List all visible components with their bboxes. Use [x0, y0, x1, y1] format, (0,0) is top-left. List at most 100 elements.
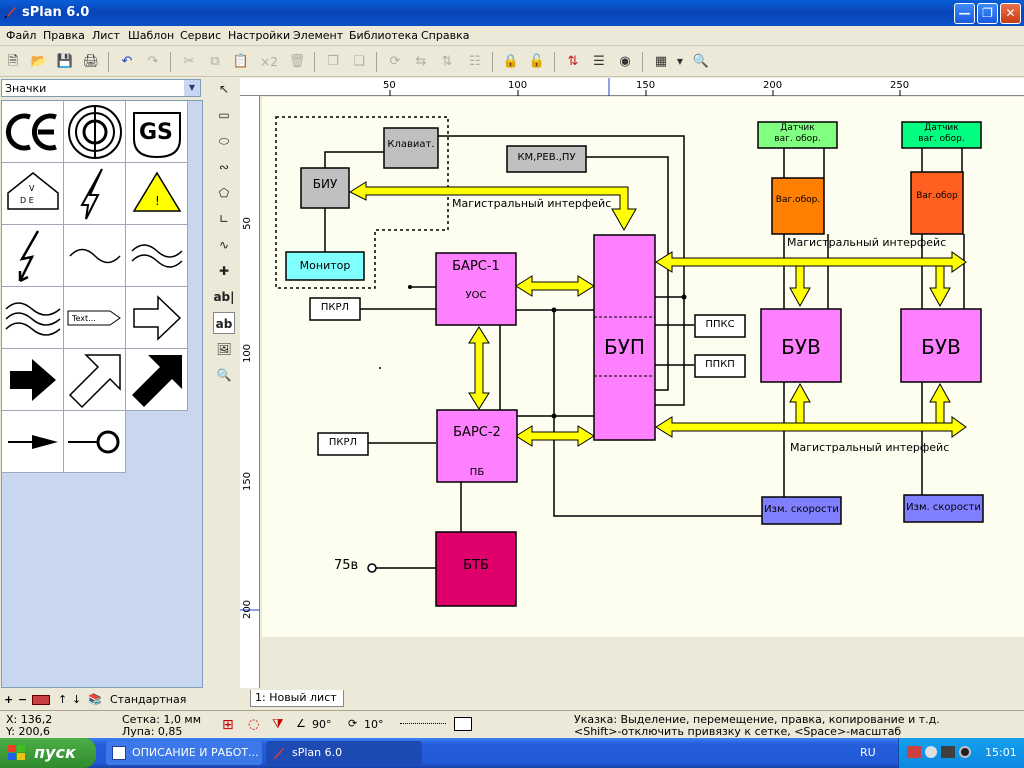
text-tool[interactable]: ab|	[213, 290, 235, 304]
library-select[interactable]: Значки ▼	[1, 79, 201, 97]
snap-grid-icon[interactable]: ⊞	[222, 717, 234, 733]
line-tool-icon[interactable]: ∟	[218, 212, 230, 226]
grid-size[interactable]: Сетка: 1,0 мм	[122, 713, 202, 726]
tray-media-icon[interactable]	[959, 746, 971, 758]
to-front-icon[interactable]: ❐	[327, 54, 339, 69]
gs-mark-symbol[interactable]: GS	[126, 101, 188, 163]
zoom-icon[interactable]: 🔍	[692, 54, 710, 69]
splan-app-icon	[274, 748, 284, 759]
numbering-icon[interactable]: ⇅	[567, 54, 579, 69]
grid-dropdown-icon[interactable]: ▼	[676, 57, 684, 66]
remove-icon[interactable]: −	[18, 693, 28, 706]
ruler-h-100: 100	[508, 80, 528, 91]
mirror-h-icon[interactable]: ⇆	[415, 54, 427, 69]
snap-end-icon[interactable]: ◌	[248, 717, 260, 732]
group-icon[interactable]: 🔒	[502, 54, 520, 69]
open-folder-icon[interactable]: 📂	[30, 54, 48, 69]
menu-template[interactable]: Шаблон	[128, 29, 175, 42]
redo-icon[interactable]: ↷	[147, 54, 159, 69]
lightning-symbol[interactable]	[64, 163, 126, 225]
diagonal-outline-arrow-symbol[interactable]	[64, 349, 126, 411]
new-file-icon[interactable]: 🗎	[7, 54, 19, 69]
image-tool-icon[interactable]: 🖼	[216, 342, 232, 356]
magnifier-tool-icon[interactable]: 🔍	[216, 368, 232, 382]
bus-arrow-bars-link	[468, 326, 490, 410]
grid-icon[interactable]: ▦	[654, 54, 668, 69]
zoom-level[interactable]: Лупа: 0,85	[122, 725, 183, 738]
biu-block	[300, 167, 350, 209]
ground-circle-symbol[interactable]	[64, 101, 126, 163]
menu-service[interactable]: Сервис	[180, 29, 222, 42]
duplicate-button[interactable]: ×2	[260, 55, 278, 69]
menu-sheet[interactable]: Лист	[92, 29, 120, 42]
parts-list-icon[interactable]: ☰	[593, 54, 605, 69]
tab-sheet-1[interactable]: 1: Новый лист	[250, 690, 344, 707]
search-binoculars-icon[interactable]: ◉	[619, 54, 631, 69]
line-arrow-symbol[interactable]	[2, 411, 64, 473]
start-button[interactable]: пуск	[0, 738, 96, 768]
triple-wave-symbol[interactable]	[2, 287, 64, 349]
menu-library[interactable]: Библиотека	[349, 29, 418, 42]
delete-icon[interactable]: 🗑	[288, 54, 306, 69]
rotate-icon[interactable]: ⟳	[389, 54, 401, 69]
pointer-tool-icon[interactable]: ↖	[218, 82, 230, 96]
filled-arrow-symbol[interactable]	[2, 349, 64, 411]
minimize-button[interactable]: —	[954, 3, 975, 24]
ungroup-icon[interactable]: 🔓	[528, 54, 546, 69]
snap-line-icon[interactable]: ⧩	[272, 717, 284, 732]
to-back-icon[interactable]: ❏	[353, 54, 365, 69]
bus-arrow-biu	[348, 181, 637, 232]
menu-file[interactable]: Файл	[6, 29, 37, 42]
km-block	[506, 145, 587, 173]
bezier-tool-icon[interactable]: ∿	[218, 238, 230, 252]
move-up-icon[interactable]: ↑	[58, 693, 68, 706]
polygon-tool-icon[interactable]: ⬠	[218, 186, 230, 200]
tray-network-icon[interactable]	[907, 746, 921, 758]
taskbar-item-splan[interactable]: sPlan 6.0	[266, 741, 422, 765]
double-wave-symbol[interactable]	[126, 225, 188, 287]
warning-triangle-symbol[interactable]: !	[126, 163, 188, 225]
curve-tool-icon[interactable]: ∾	[218, 160, 230, 174]
tray-display-icon[interactable]	[941, 746, 955, 758]
menu-edit[interactable]: Правка	[43, 29, 85, 42]
menu-help[interactable]: Справка	[421, 29, 470, 42]
print-icon[interactable]: 🖨	[82, 54, 100, 69]
save-icon[interactable]: 💾	[56, 54, 74, 69]
line-style-icon[interactable]	[400, 723, 446, 724]
edit-symbol-icon[interactable]	[32, 695, 50, 705]
ruler-v-200: 200	[242, 599, 254, 620]
line-circle-symbol[interactable]	[64, 411, 126, 473]
close-button[interactable]: ✕	[1000, 3, 1021, 24]
drawing-sheet[interactable]: Клавиат. БИУ Монитор КМ,РЕВ.,ПУ Магистра…	[262, 97, 1024, 637]
outline-arrow-symbol[interactable]	[126, 287, 188, 349]
align-icon[interactable]: ☷	[469, 54, 481, 69]
rectangle-tool-icon[interactable]: ▭	[218, 108, 230, 122]
angle-10[interactable]: 10°	[364, 718, 384, 731]
paste-icon[interactable]: 📋	[232, 54, 250, 69]
undo-icon[interactable]: ↶	[121, 54, 133, 69]
taskbar-item-document[interactable]: ОПИСАНИЕ И РАБОТ...	[106, 741, 262, 765]
chevron-down-icon[interactable]: ▼	[184, 80, 200, 96]
cut-icon[interactable]: ✂	[183, 54, 195, 69]
fill-color-icon[interactable]	[454, 717, 472, 731]
tray-volume-icon[interactable]	[925, 746, 937, 758]
junction-tool-icon[interactable]: ✚	[218, 264, 230, 278]
mirror-v-icon[interactable]: ⇅	[441, 54, 453, 69]
menu-element[interactable]: Элемент	[293, 29, 344, 42]
text-label-symbol[interactable]: Text...	[64, 287, 126, 349]
move-down-icon[interactable]: ↓	[72, 693, 82, 706]
ce-mark-symbol[interactable]	[2, 101, 64, 163]
lightning-arrow-symbol[interactable]	[2, 225, 64, 287]
add-icon[interactable]: +	[4, 693, 14, 706]
ellipse-tool-icon[interactable]: ⬭	[218, 134, 230, 148]
ac-wave-symbol[interactable]	[64, 225, 126, 287]
copy-icon[interactable]: ⧉	[210, 54, 220, 69]
menu-settings[interactable]: Настройки	[228, 29, 291, 42]
angle-90[interactable]: 90°	[312, 718, 332, 731]
library-name[interactable]: Стандартная	[110, 693, 187, 706]
language-indicator[interactable]: RU	[860, 746, 876, 759]
maximize-button[interactable]: ❐	[977, 3, 998, 24]
textbox-tool[interactable]: ab	[213, 312, 235, 334]
diagonal-filled-arrow-symbol[interactable]	[126, 349, 188, 411]
